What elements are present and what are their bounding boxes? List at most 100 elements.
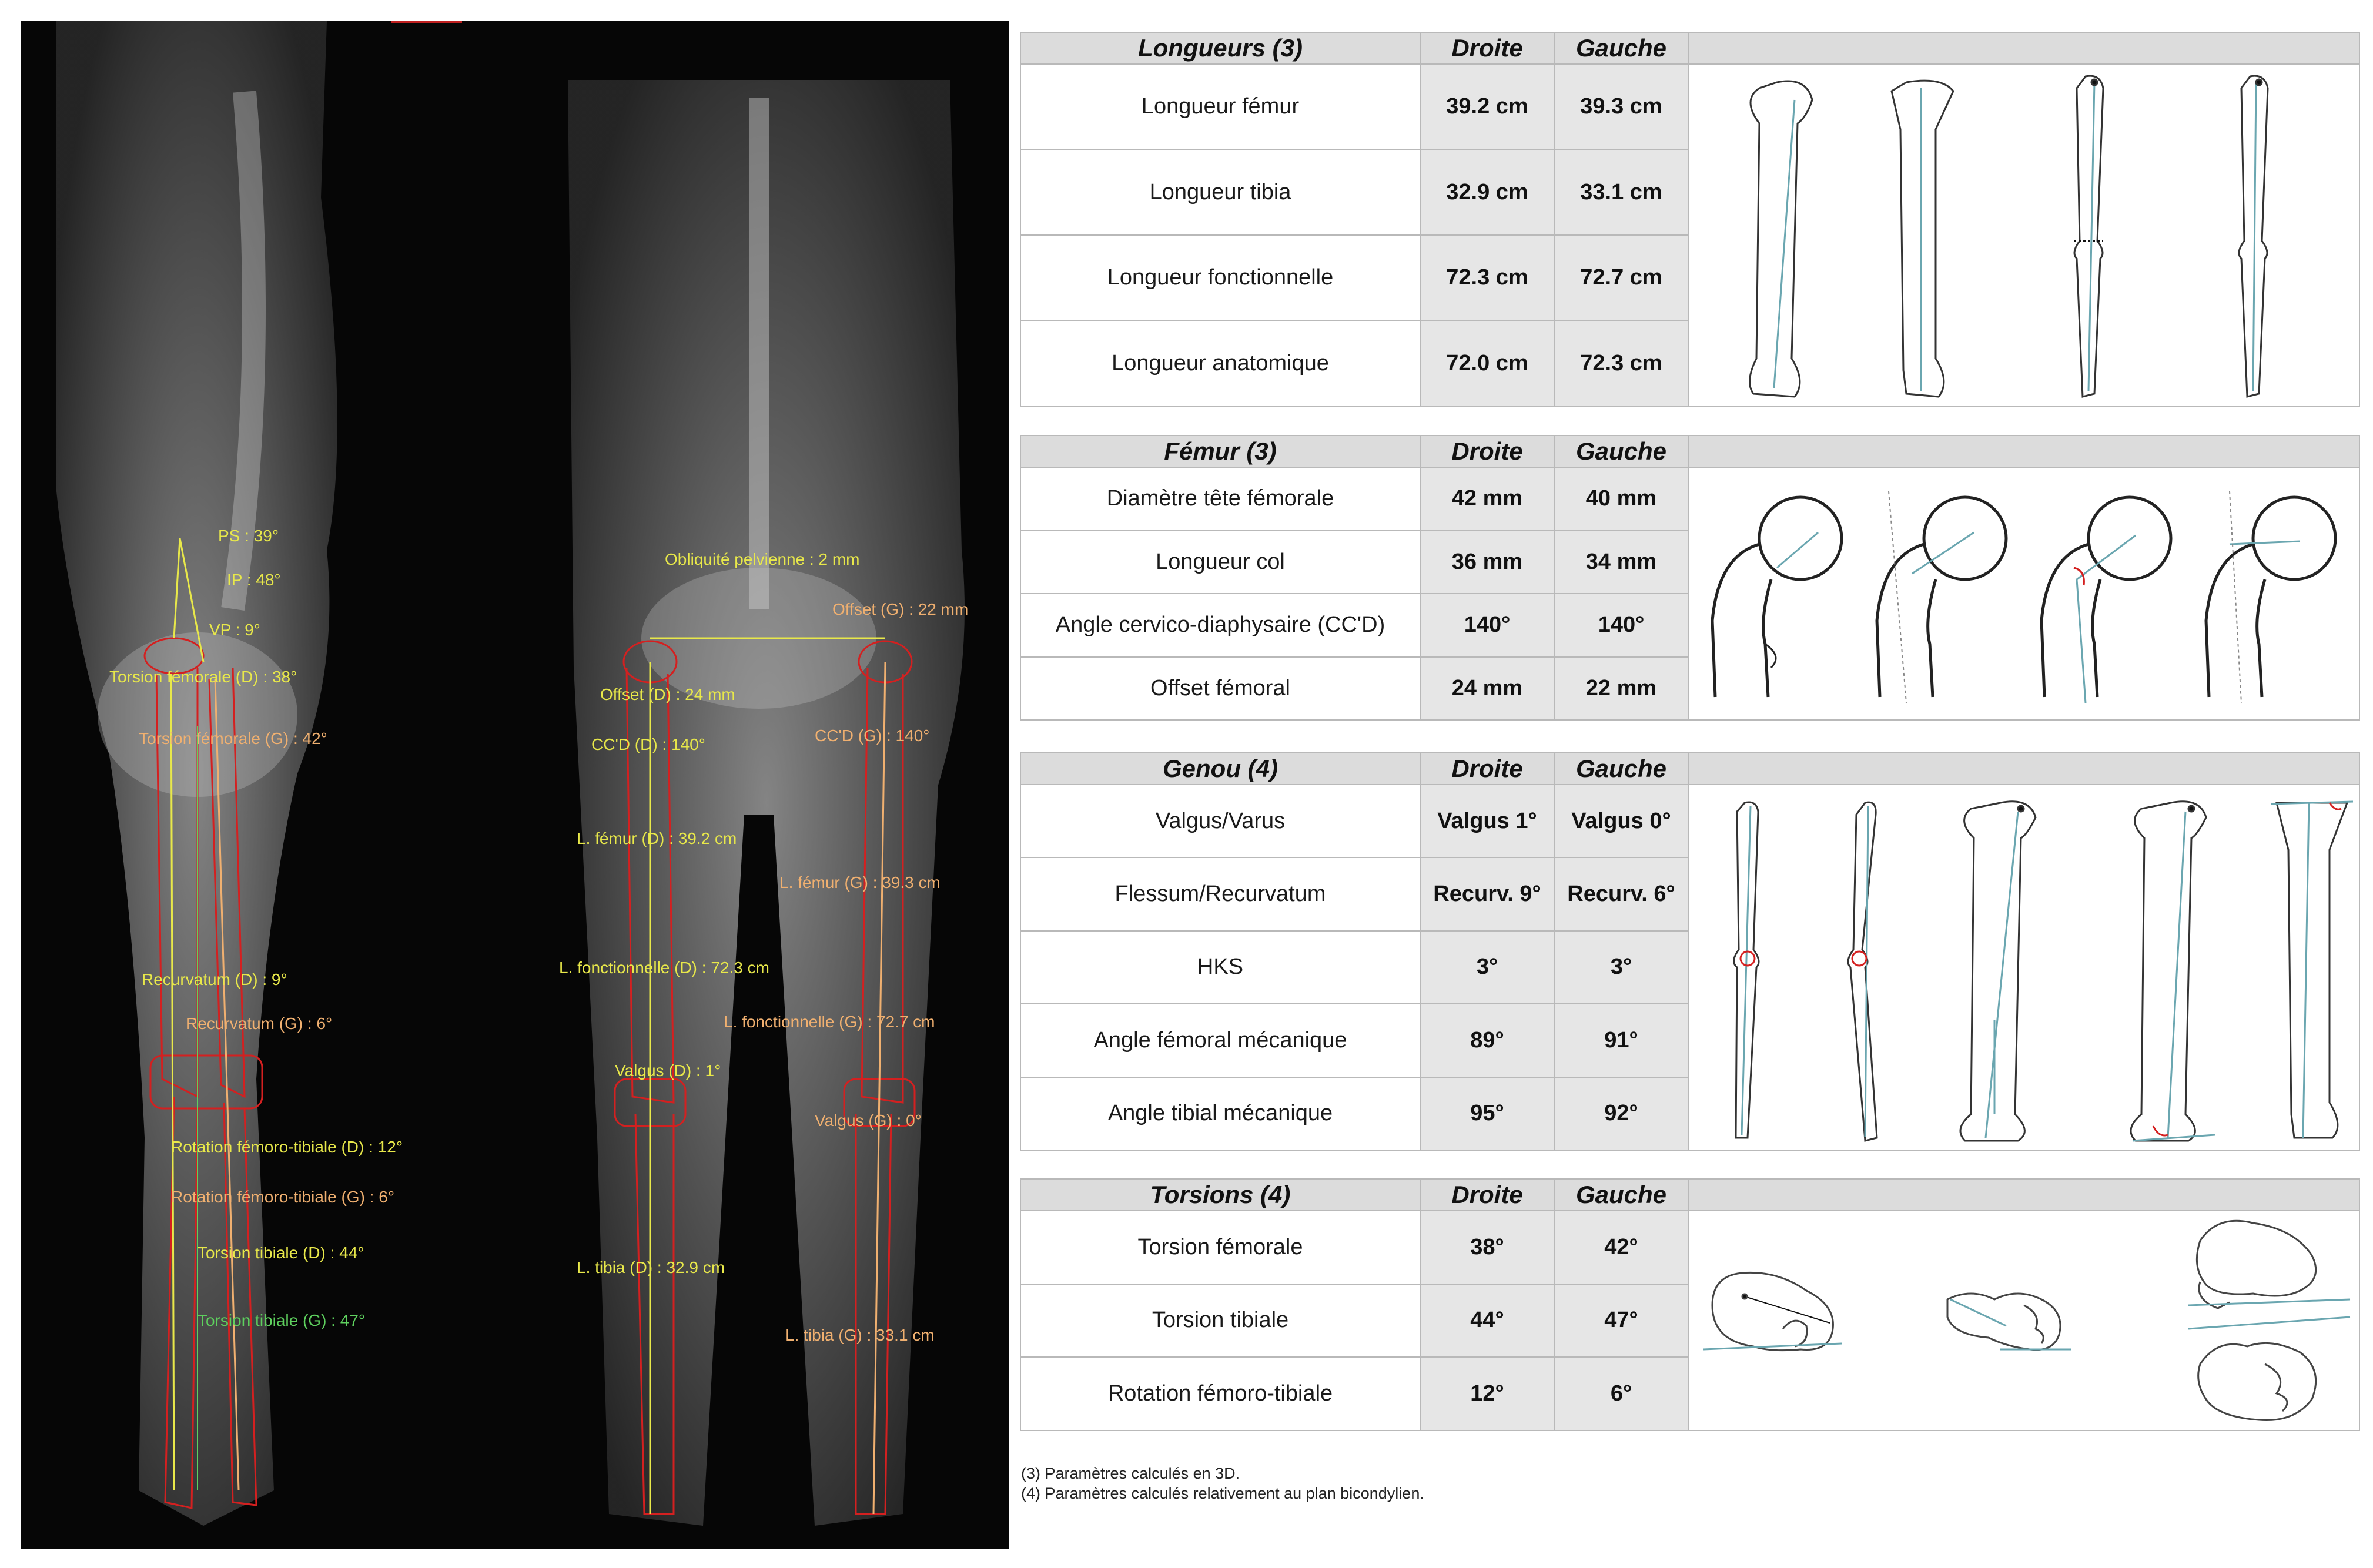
illustration-header (1688, 752, 2360, 785)
value-droite: 140° (1420, 593, 1555, 658)
annotation-offset-d: Offset (D) : 24 mm (600, 685, 735, 703)
table-row: Longueur anatomique 72.0 cm 72.3 cm (1020, 320, 2359, 407)
table-row: Flessum/Recurvatum Recurv. 9° Recurv. 6° (1020, 857, 2359, 932)
value-droite: 3° (1420, 930, 1555, 1005)
column-header-gauche: Gauche (1554, 752, 1689, 785)
row-label: Diamètre tête fémorale (1020, 467, 1421, 531)
column-header-gauche: Gauche (1554, 435, 1689, 468)
table-header: Torsions (4) (1020, 1178, 1421, 1211)
illustration-genou (1688, 784, 2360, 1151)
column-header-droite: Droite (1420, 435, 1555, 468)
footnote-3d: (3) Paramètres calculés en 3D. (1021, 1465, 1240, 1482)
value-droite: 89° (1420, 1003, 1555, 1078)
annotation-offset-g: Offset (G) : 22 mm (832, 600, 968, 618)
value-droite: Valgus 1° (1420, 783, 1555, 859)
annotation-torsion-femorale-g: Torsion fémorale (G) : 42° (139, 729, 327, 748)
row-label: Angle cervico-diaphysaire (CC'D) (1020, 593, 1421, 658)
table-row: Diamètre tête fémorale 42 mm 40 mm (1020, 467, 2360, 721)
value-droite: 39.2 cm (1420, 63, 1555, 150)
annotation-recurvatum-d: Recurvatum (D) : 9° (142, 970, 287, 989)
table-longueurs: Longueurs (3) Droite Gauche Longueur fém… (1020, 32, 2360, 407)
table-row: Longueur fonctionnelle 72.3 cm 72.7 cm (1020, 234, 2359, 321)
lateral-annotations: PS : 39° IP : 48° VP : 9° Torsion fémora… (109, 527, 403, 1329)
value-droite: 72.0 cm (1420, 320, 1555, 407)
row-label: Longueur col (1020, 530, 1421, 594)
value-gauche: 6° (1554, 1356, 1689, 1431)
value-gauche: 40 mm (1554, 467, 1689, 531)
footnote-bicondylien: (4) Paramètres calculés relativement au … (1021, 1485, 1424, 1502)
footnotes: (3) Paramètres calculés en 3D. (4) Param… (1021, 1463, 1424, 1503)
value-droite: 42 mm (1420, 467, 1555, 531)
annotation-valgus-d: Valgus (D) : 1° (615, 1061, 721, 1080)
table-row: Valgus/Varus Valgus 1° Valgus 0° (1020, 783, 2360, 1151)
row-label: Longueur fonctionnelle (1020, 234, 1421, 321)
table-row: Longueur fémur 39.2 cm 39.3 cm (1020, 63, 2360, 407)
row-label: Angle tibial mécanique (1020, 1076, 1421, 1151)
value-droite: Recurv. 9° (1420, 857, 1555, 932)
annotation-ccd-d: CC'D (D) : 140° (591, 735, 705, 753)
illustration-header (1688, 32, 2360, 65)
annotation-vp: VP : 9° (209, 621, 260, 639)
table-row: Torsion fémorale 38° 42° (1020, 1210, 2360, 1431)
value-gauche: 3° (1554, 930, 1689, 1005)
annotation-recurvatum-g: Recurvatum (G) : 6° (186, 1014, 332, 1033)
value-droite: 36 mm (1420, 530, 1555, 594)
row-label: Longueur fémur (1020, 63, 1421, 150)
value-droite: 38° (1420, 1210, 1555, 1285)
table-header: Genou (4) (1020, 752, 1421, 785)
value-gauche: 34 mm (1554, 530, 1689, 594)
row-label: HKS (1020, 930, 1421, 1005)
annotation-ccd-g: CC'D (G) : 140° (815, 726, 929, 745)
annotation-valgus-g: Valgus (G) : 0° (815, 1111, 922, 1130)
table-torsions: Torsions (4) Droite Gauche Torsion fémor… (1020, 1178, 2360, 1431)
value-gauche: 72.7 cm (1554, 234, 1689, 321)
table-row: Angle tibial mécanique 95° 92° (1020, 1076, 2359, 1151)
annotation-obliquite: Obliquité pelvienne : 2 mm (665, 550, 860, 568)
table-row: Offset fémoral 24 mm 22 mm (1020, 656, 2359, 721)
value-gauche: 47° (1554, 1283, 1689, 1358)
annotation-ltibia-g: L. tibia (G) : 33.1 cm (785, 1326, 935, 1344)
row-label: Offset fémoral (1020, 656, 1421, 721)
value-gauche: 92° (1554, 1076, 1689, 1151)
illustration-femur (1688, 467, 2360, 721)
column-header-droite: Droite (1420, 1178, 1555, 1211)
value-droite: 24 mm (1420, 656, 1555, 721)
row-label: Valgus/Varus (1020, 783, 1421, 859)
row-label: Longueur anatomique (1020, 320, 1421, 407)
table-row: Longueur tibia 32.9 cm 33.1 cm (1020, 149, 2359, 236)
value-gauche: Valgus 0° (1554, 783, 1689, 859)
xray-image: PS : 39° IP : 48° VP : 9° Torsion fémora… (21, 21, 1009, 1549)
value-droite: 12° (1420, 1356, 1555, 1431)
value-gauche: 33.1 cm (1554, 149, 1689, 236)
table-row: Longueur col 36 mm 34 mm (1020, 530, 2359, 594)
column-header-droite: Droite (1420, 752, 1555, 785)
annotation-torsion-femorale-d: Torsion fémorale (D) : 38° (109, 668, 297, 686)
table-genou: Genou (4) Droite Gauche Valgus/Varus Val… (1020, 752, 2360, 1151)
table-row: Angle cervico-diaphysaire (CC'D) 140° 14… (1020, 593, 2359, 658)
row-label: Rotation fémoro-tibiale (1020, 1356, 1421, 1431)
value-gauche: 72.3 cm (1554, 320, 1689, 407)
value-droite: 44° (1420, 1283, 1555, 1358)
annotation-ltibia-d: L. tibia (D) : 32.9 cm (577, 1258, 725, 1276)
annotation-torsion-tibiale-d: Torsion tibiale (D) : 44° (198, 1244, 364, 1262)
annotation-lfonc-d: L. fonctionnelle (D) : 72.3 cm (559, 959, 769, 977)
value-gauche: 91° (1554, 1003, 1689, 1078)
annotation-torsion-tibiale-g: Torsion tibiale (G) : 47° (198, 1311, 365, 1329)
value-droite: 95° (1420, 1076, 1555, 1151)
value-droite: 32.9 cm (1420, 149, 1555, 236)
value-gauche: 22 mm (1554, 656, 1689, 721)
value-gauche: 140° (1554, 593, 1689, 658)
table-header: Fémur (3) (1020, 435, 1421, 468)
row-label: Torsion fémorale (1020, 1210, 1421, 1285)
annotation-lfemur-d: L. fémur (D) : 39.2 cm (577, 829, 737, 847)
value-gauche: 39.3 cm (1554, 63, 1689, 150)
illustration-torsions (1688, 1210, 2360, 1431)
row-label: Flessum/Recurvatum (1020, 857, 1421, 932)
row-label: Longueur tibia (1020, 149, 1421, 236)
illustration-header (1688, 1178, 2360, 1211)
value-gauche: 42° (1554, 1210, 1689, 1285)
column-header-gauche: Gauche (1554, 32, 1689, 65)
frontal-annotations: Obliquité pelvienne : 2 mm Offset (G) : … (559, 550, 968, 1344)
table-row: Angle fémoral mécanique 89° 91° (1020, 1003, 2359, 1078)
column-header-droite: Droite (1420, 32, 1555, 65)
